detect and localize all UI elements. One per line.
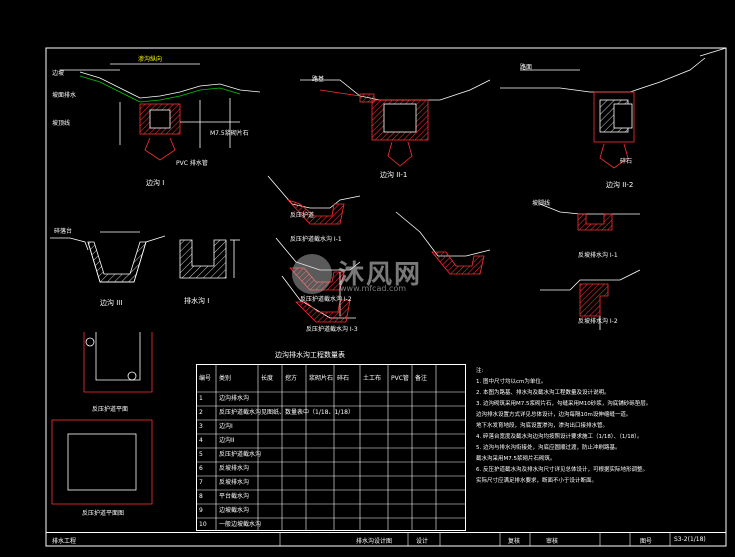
label-plan-1: 反压护道平面 (92, 406, 129, 413)
note-line: 5. 边沟与排水沟衔接处，沟底应圆顺过渡，防止冲刷路基。 (476, 445, 621, 451)
label-anti-wash: 反压护道 (290, 212, 315, 219)
table-header-cell: 类别 (219, 375, 232, 382)
table-cell: 8 (199, 493, 203, 500)
drawing-frame (45, 47, 727, 547)
section-ditch-ii-2 (500, 47, 727, 169)
label-ditch-iii: 边沟 III (100, 299, 123, 307)
table-cell: 4 (199, 437, 203, 444)
title-block-left: 排水工程 (52, 538, 77, 545)
table-cell: 反压护道截水沟 (219, 451, 262, 458)
section-intercept-i-1 (267, 175, 361, 225)
notes-title: 注: (476, 368, 484, 374)
title-block-approve: 审核 (546, 538, 559, 545)
table-title: 边沟排水沟工程数量表 (275, 351, 345, 359)
label-gravel: 碎石 (620, 158, 633, 165)
table-cell: 6 (199, 465, 203, 472)
table-cell: 平台截水沟 (219, 493, 250, 500)
watermark: 沐风网 www.mfcad.com (292, 254, 452, 298)
section-anti-slide-2 (540, 269, 641, 330)
label-pipe: PVC 排水管 (176, 160, 208, 167)
section-intercept-i-2 (275, 237, 361, 316)
section-ditch-ii-1 (300, 79, 491, 167)
table-cell: 边坡截水沟 (219, 507, 250, 514)
table-cell: 9 (199, 507, 203, 514)
table-cell: 反压护道截水沟 (219, 409, 262, 416)
label-ditch-ii-2: 边沟 II-2 (606, 181, 634, 189)
note-line: 2. 本图为路基、排水沟及截水沟工程数量及设计说明。 (476, 390, 610, 396)
table-header-cell: 浆砌片石 (309, 375, 334, 382)
label-ditch-ii-1: 边沟 II-1 (380, 171, 408, 179)
table-header-cell: 土工布 (363, 375, 382, 382)
label-anti-slide-1: 反坡排水沟 I-1 (578, 252, 618, 259)
title-block-center: 排水沟设计图 (356, 538, 393, 545)
label-road-base: 路基 (312, 76, 325, 83)
table-header-cell: 长度 (261, 375, 274, 382)
label-anti-slide-2: 反坡排水沟 I-2 (578, 318, 618, 325)
table-header-cell: 碎石 (337, 375, 350, 382)
label-top-left-1: 渗沟纵向 (138, 56, 163, 63)
label-intercept-2: 反压护道截水沟 I-2 (300, 296, 352, 303)
section-anti-slide-1 (539, 203, 640, 231)
table-header-cell: PVC管 (391, 375, 409, 382)
table-cell: 反坡排水沟 (219, 479, 250, 486)
table-cell: 1 (199, 395, 203, 402)
section-platform-intercept (395, 211, 491, 275)
note-line: 4. 碎落台宽度及截水沟边沟均按照设计要求施工（1/18）、（1/18）。 (476, 434, 643, 440)
section-drain-ditch-i (179, 239, 240, 279)
table-cell: 边沟II (219, 437, 235, 444)
table-header-cell: 编号 (199, 375, 212, 382)
label-intercept-1: 反压护道截水沟 I-1 (290, 236, 342, 243)
label-drain-ditch: 排水沟 I (184, 297, 210, 305)
label-plan-2: 反压护道平面图 (82, 510, 125, 517)
table-cell: 边沟排水沟 (219, 395, 250, 402)
table-cell: 5 (199, 451, 203, 458)
note-line: 6. 反压护道截水沟及排水沟尺寸详见总体设计，可根据实际地形调整。 (476, 467, 648, 473)
label-top-left-2: 边坡 (52, 70, 65, 77)
plan-anti-wash-2 (51, 419, 153, 505)
watermark-brand: 沐风网 (338, 260, 423, 290)
label-slope-bottom: 坡脚线 (532, 200, 551, 207)
title-block-drawing-no-label: 图号 (640, 538, 653, 545)
label-ditch-i: 边沟 I (146, 179, 165, 187)
label-road-surface: 路面 (520, 64, 533, 71)
note-line: 边沟排水设置方式详见总体设计，边沟每隔10m设伸缩缝一道。 (476, 412, 632, 418)
watermark-logo-icon (292, 254, 332, 294)
note-line: 1. 图中尺寸均以cm为单位。 (476, 379, 547, 385)
label-intercept-3: 反压护道截水沟 I-3 (306, 326, 358, 333)
table-cell: 2 (199, 409, 203, 416)
quantity-table-grid (196, 364, 466, 531)
title-block-review: 复核 (508, 538, 521, 545)
title-block: 排水工程 排水沟设计图 设计 复核 审核 图号 S3-2(1/18) (46, 532, 726, 546)
note-line: 地下水发育地段，沟底设置渗沟，渗沟出口接排水管。 (476, 423, 609, 429)
table-cell: 3 (199, 423, 203, 430)
table-cell: 见图纸、数量表中（1/18、1/18） (261, 409, 354, 416)
plan-anti-wash-1 (83, 332, 153, 393)
table-header-cell: 挖方 (285, 375, 298, 382)
note-line: 实际尺寸应满足排水要求，断面不小于设计断面。 (476, 478, 598, 484)
design-notes: 注: 1. 图中尺寸均以cm为单位。 2. 本图为路基、排水沟及截水沟工程数量及… (476, 366, 726, 487)
label-top-left-4: 坡顶线 (52, 120, 71, 127)
table-cell: 反坡排水沟 (219, 465, 250, 472)
table-cell: 10 (199, 521, 207, 528)
section-intercept-i-3 (281, 275, 356, 323)
label-pavement: 碎落台 (54, 228, 73, 235)
label-mortar: M7.5浆砌片石 (210, 130, 249, 137)
watermark-url: www.mfcad.com (340, 284, 407, 293)
section-ditch-i (60, 63, 261, 161)
title-block-drawing-no: S3-2(1/18) (674, 536, 706, 543)
table-cell: 一般边坡截水沟 (219, 521, 262, 528)
title-block-grid (279, 532, 671, 546)
note-line: 截水沟采用M7.5浆砌片石砌筑。 (476, 456, 556, 462)
label-top-left-3: 坡面排水 (52, 92, 77, 99)
section-ditch-iii (50, 231, 166, 283)
table-cell: 边沟I (219, 423, 233, 430)
note-line: 3. 边沟砌筑采用M7.5浆砌片石，勾缝采用M10砂浆，沟底铺砂砾垫层。 (476, 401, 652, 407)
title-block-design: 设计 (416, 538, 429, 545)
table-cell: 7 (199, 479, 203, 486)
table-header-cell: 备注 (415, 375, 428, 382)
